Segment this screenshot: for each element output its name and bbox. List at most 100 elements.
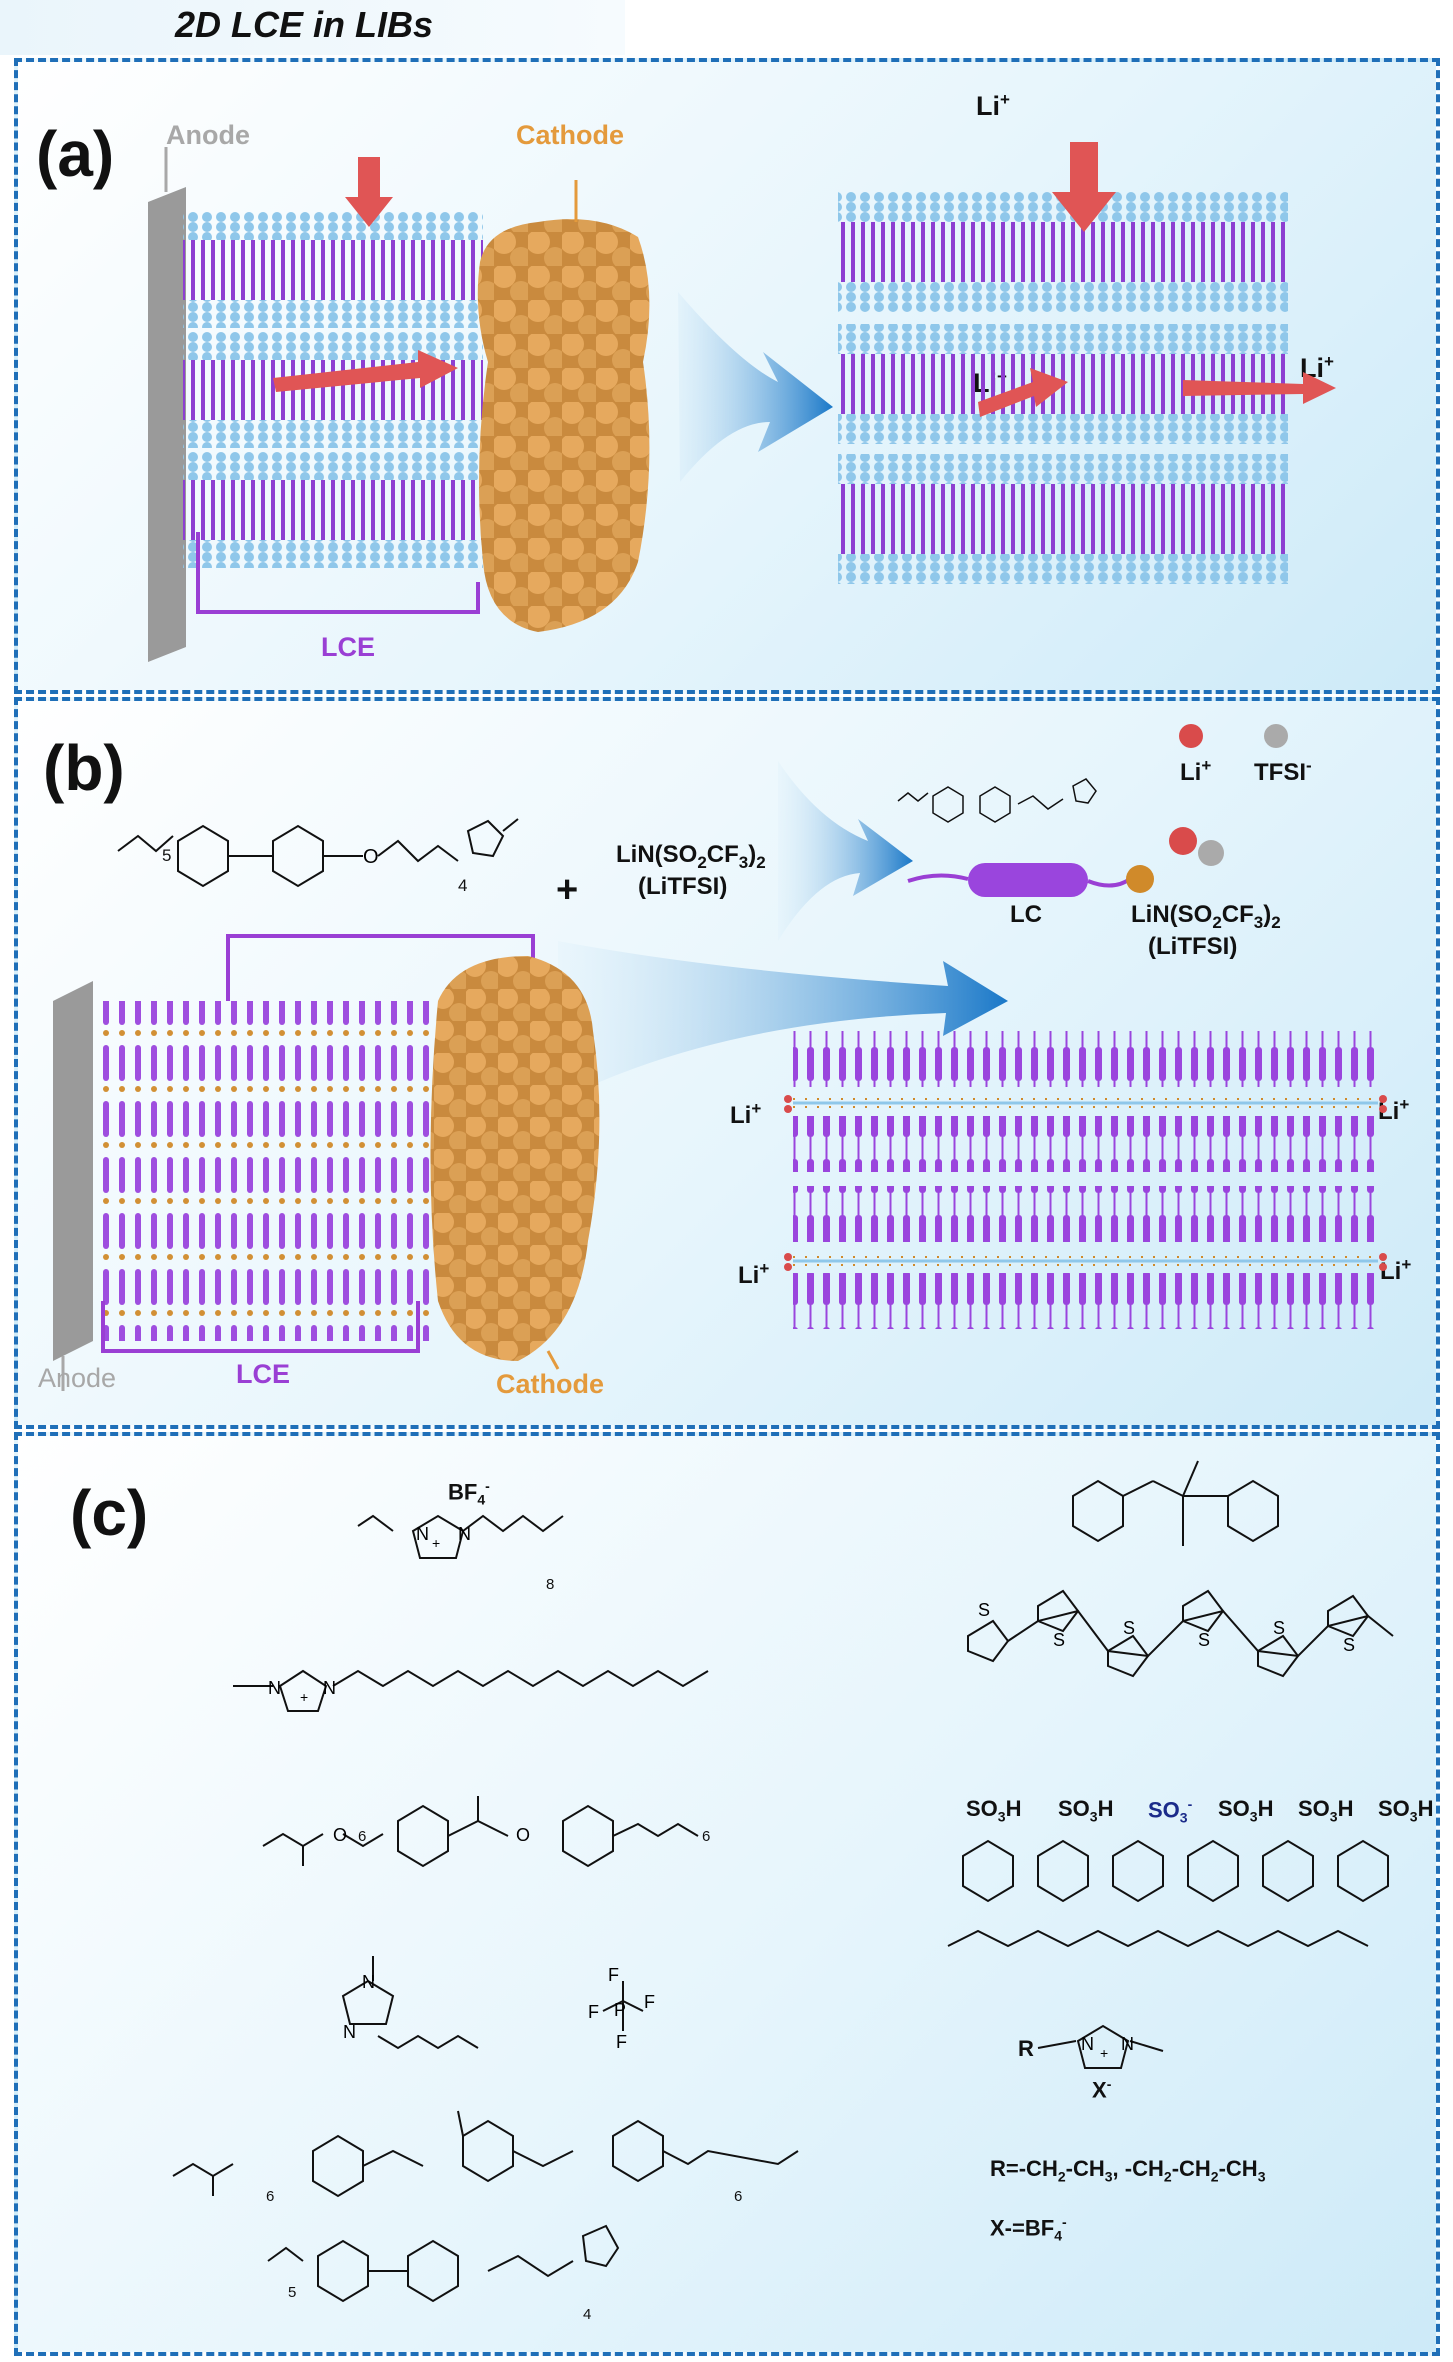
atom-n-5: N <box>362 1972 375 1992</box>
li-arrow-sideways-left <box>273 350 458 392</box>
atom-s-3: S <box>1123 1618 1135 1638</box>
atom-n-4: N <box>323 1678 336 1698</box>
li-label-top: Li+ <box>976 90 1010 121</box>
cathode-block-b <box>430 956 600 1361</box>
imidazolium-1-sub: 8 <box>546 1576 555 1593</box>
lce-label: LCE <box>321 632 375 662</box>
so3h-2: SO3H <box>1058 1796 1114 1825</box>
lc-rod <box>968 863 1088 897</box>
atom-o-2: O <box>516 1825 530 1845</box>
r-group-label: R <box>1018 2036 1034 2061</box>
salt-name-2: (LiTFSI) <box>1148 933 1238 960</box>
li-arrow-down-right <box>1052 142 1116 232</box>
atom-s-5: S <box>1273 1618 1285 1638</box>
diacrylate-sub-6b: 6 <box>734 2188 743 2205</box>
legend-tfsi: TFSI- <box>1254 756 1312 786</box>
carbonate-sub-4: 4 <box>583 2306 592 2323</box>
so3h-4: SO3H <box>1298 1796 1354 1825</box>
salt-name: (LiTFSI) <box>638 873 728 900</box>
panel-b-art: O <box>53 724 1387 1391</box>
li-b-3: Li+ <box>738 1259 770 1289</box>
atom-n-7: N <box>1081 2034 1094 2054</box>
atom-f-2: F <box>588 2002 599 2022</box>
pf6-structure <box>602 1981 644 2031</box>
acrylate-mesogen-structure <box>262 1796 699 1868</box>
panel-a-art <box>148 142 1336 662</box>
plus-sign: + <box>556 869 579 911</box>
acrylate-sub-6a: 6 <box>358 1828 367 1845</box>
panel-a-label: (a) <box>36 118 115 190</box>
so3h-1: SO3H <box>966 1796 1022 1825</box>
salt-formula-2: LiN(SO2CF3)2 <box>1131 901 1281 932</box>
lc-label: LC <box>1010 901 1042 928</box>
monomer-sub-4: 4 <box>458 876 468 895</box>
cathode-label-b: Cathode <box>496 1369 604 1399</box>
panel-b: (b) + LiN(SO2CF3)2 (LiTFSI) Li+ TFSI- LC… <box>14 697 1440 1429</box>
legend-li: Li+ <box>1180 756 1212 786</box>
li-b-1: Li+ <box>730 1099 762 1129</box>
atom-f-4: F <box>616 2032 627 2052</box>
so3h-3: SO3H <box>1218 1796 1274 1825</box>
atom-f-3: F <box>644 1992 655 2012</box>
li-arrow-right-right <box>1183 372 1336 404</box>
atom-s-4: S <box>1198 1630 1210 1650</box>
so3-minus: SO3- <box>1148 1796 1193 1826</box>
li-arrow-down-left <box>345 157 393 227</box>
charge-plus-1: + <box>432 1535 440 1551</box>
atom-n-3: N <box>268 1678 281 1698</box>
lce-layers-right <box>838 192 1288 584</box>
panel-c-label: (c) <box>70 1477 149 1549</box>
atom-s-2: S <box>1053 1630 1065 1650</box>
bf4-anion-label: BF4- <box>448 1478 490 1508</box>
salt-formula: LiN(SO2CF3)2 <box>616 841 766 872</box>
anode-plate <box>148 187 186 662</box>
vinyl-imidazolium-structure <box>357 1514 564 1559</box>
monomer-sub-5: 5 <box>162 846 172 865</box>
svg-text:O: O <box>363 846 379 868</box>
transition-arrow-a <box>678 292 833 482</box>
so3h-5: SO3H <box>1378 1796 1434 1825</box>
r-imidazolium-structure <box>1037 2024 1164 2069</box>
panel-c: (c) BF4- 8 6 6 6 6 5 4 SO3H SO3H SO3- SO… <box>14 1432 1440 2356</box>
legend-li-dot <box>1179 724 1203 748</box>
carbonate-sub-5: 5 <box>288 2284 297 2301</box>
x-definition: X-=BF4- <box>990 2214 1067 2244</box>
diacrylate-mesogen-structure <box>172 2110 799 2198</box>
cathode-label: Cathode <box>516 120 624 150</box>
anode-label: Anode <box>166 120 250 150</box>
charge-plus-3: + <box>1100 2045 1108 2061</box>
atom-o-1: O <box>333 1825 347 1845</box>
atom-n-6: N <box>343 2022 356 2042</box>
pss-structure <box>947 1839 1389 1948</box>
figure-title-tab: 2D LCE in LIBs <box>0 0 625 55</box>
charge-plus-2: + <box>300 1689 308 1705</box>
atom-n-8: N <box>1121 2034 1134 2054</box>
atom-p: P <box>614 2000 626 2020</box>
atom-n-2: N <box>458 1524 471 1544</box>
diacrylate-sub-6a: 6 <box>266 2188 275 2205</box>
hexyl-imidazolium-structure <box>341 1956 479 2050</box>
lce-label-b: LCE <box>236 1359 290 1389</box>
atom-f-1: F <box>608 1965 619 1985</box>
legend-tfsi-dot <box>1264 724 1288 748</box>
li-arrow-right-left <box>978 368 1068 417</box>
atom-s-1: S <box>978 1600 990 1620</box>
atom-s-6: S <box>1343 1635 1355 1655</box>
lc-monomer-small <box>897 778 1097 823</box>
carbonate-lc-structure <box>267 2224 620 2303</box>
anode-label-b: Anode <box>38 1363 117 1393</box>
atom-n-1: N <box>416 1524 429 1544</box>
dodecyl-imidazolium-structure <box>233 1669 709 1712</box>
cathode-block <box>477 219 650 632</box>
anode-plate-b <box>53 981 93 1361</box>
acrylate-sub-6b: 6 <box>702 1828 711 1845</box>
panel-c-structures: N N + N N + N N P F F F F O O S S S S S … <box>172 1460 1394 2303</box>
pedot-structure <box>967 1589 1394 1678</box>
li-b-2: Li+ <box>1378 1095 1410 1125</box>
photoinitiator-structure <box>1072 1460 1279 1546</box>
transition-arrow-b-top <box>778 761 913 941</box>
panel-a: (a) Anode Cathode LCE Li+ Li+ Li+ <box>14 58 1440 694</box>
lc-monomer-structure <box>117 818 519 888</box>
panel-b-label: (b) <box>43 732 125 804</box>
lce-layers-left <box>183 212 483 568</box>
